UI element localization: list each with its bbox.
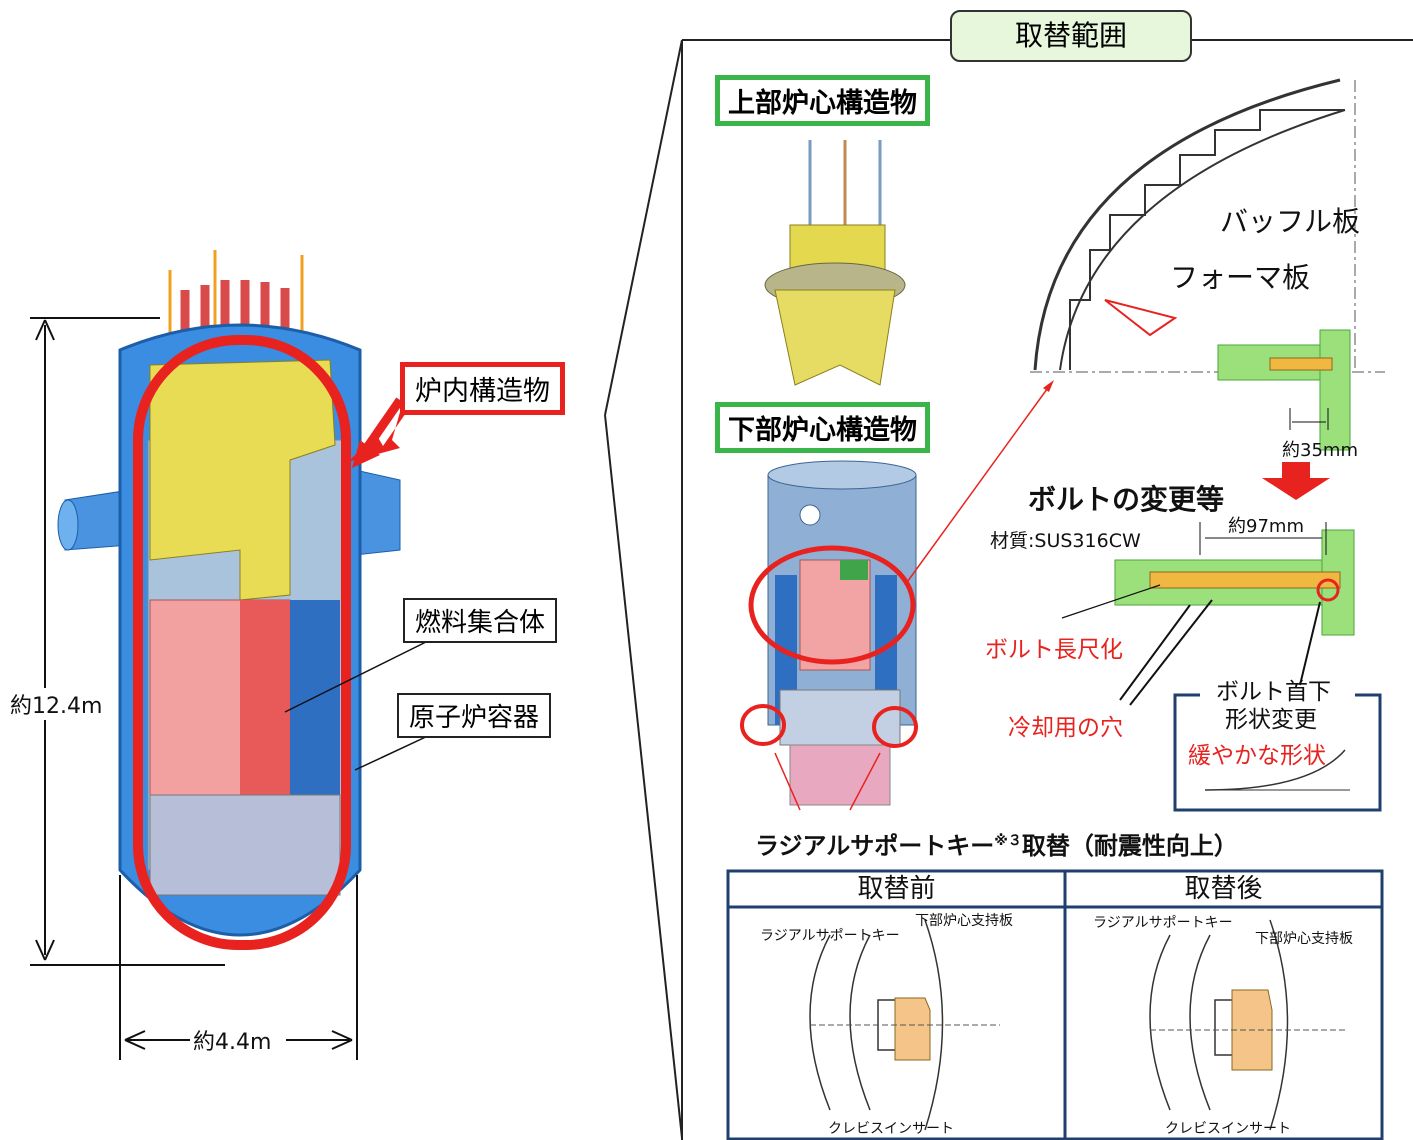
radial-title-rest: 取替（耐震性向上） xyxy=(1021,832,1238,860)
dim-97-label: 約97mm xyxy=(1228,516,1304,537)
upper-core-illustration xyxy=(764,140,906,386)
internals-highlight xyxy=(133,335,351,950)
before-rsk-label: ラジアルサポートキー xyxy=(760,928,900,944)
scope-title: 取替範囲 xyxy=(1014,19,1127,52)
bolt-neck-label-1: ボルト首下 xyxy=(1216,679,1331,705)
cooling-hole-label: 冷却用の穴 xyxy=(1008,715,1123,741)
fuel-label: 燃料集合体 xyxy=(403,598,558,643)
height-label: 約12.4m xyxy=(10,688,103,720)
before-clevis-label: クレビスインサート xyxy=(828,1121,954,1137)
internals-label-box: 炉内構造物 xyxy=(400,362,565,415)
after-support-plate-label: 下部炉心支持板 xyxy=(1255,931,1353,947)
before-support-plate-label: 下部炉心支持板 xyxy=(915,913,1013,929)
reactor-vessel-illustration xyxy=(30,250,431,1060)
after-rsk-label: ラジアルサポートキー xyxy=(1093,915,1233,931)
material-label: 材質:SUS316CW xyxy=(990,530,1141,552)
bolt-longer-label: ボルト長尺化 xyxy=(985,637,1123,663)
upper-core-label: 上部炉心構造物 xyxy=(715,75,930,126)
dim-35-label: 約35mm xyxy=(1282,440,1358,461)
lower-core-label: 下部炉心構造物 xyxy=(715,402,930,453)
baffle-section-illustration xyxy=(1030,78,1385,812)
bolt-change-label: ボルトの変更等 xyxy=(1028,483,1225,516)
former-label: フォーマ板 xyxy=(1170,261,1311,294)
radial-title-sup: ※３ xyxy=(994,833,1022,849)
lower-core-illustration xyxy=(740,380,1054,811)
vessel-label: 原子炉容器 xyxy=(397,693,552,738)
after-header: 取替後 xyxy=(1184,874,1263,904)
radial-support-title: ラジアルサポートキー※３取替（耐震性向上） xyxy=(755,826,1238,861)
width-label: 約4.4m xyxy=(193,1024,272,1056)
scope-title-box: 取替範囲 xyxy=(950,10,1192,62)
baffle-label: バッフル板 xyxy=(1220,205,1361,238)
bolt-neck-label-2: 形状変更 xyxy=(1225,707,1317,733)
comparison-table-frame xyxy=(726,869,1384,1140)
gentle-shape-label: 緩やかな形状 xyxy=(1188,743,1326,769)
radial-title-main: ラジアルサポートキー xyxy=(755,832,995,860)
internals-label: 炉内構造物 xyxy=(415,376,550,407)
before-header: 取替前 xyxy=(857,874,936,904)
after-clevis-label: クレビスインサート xyxy=(1165,1121,1291,1137)
